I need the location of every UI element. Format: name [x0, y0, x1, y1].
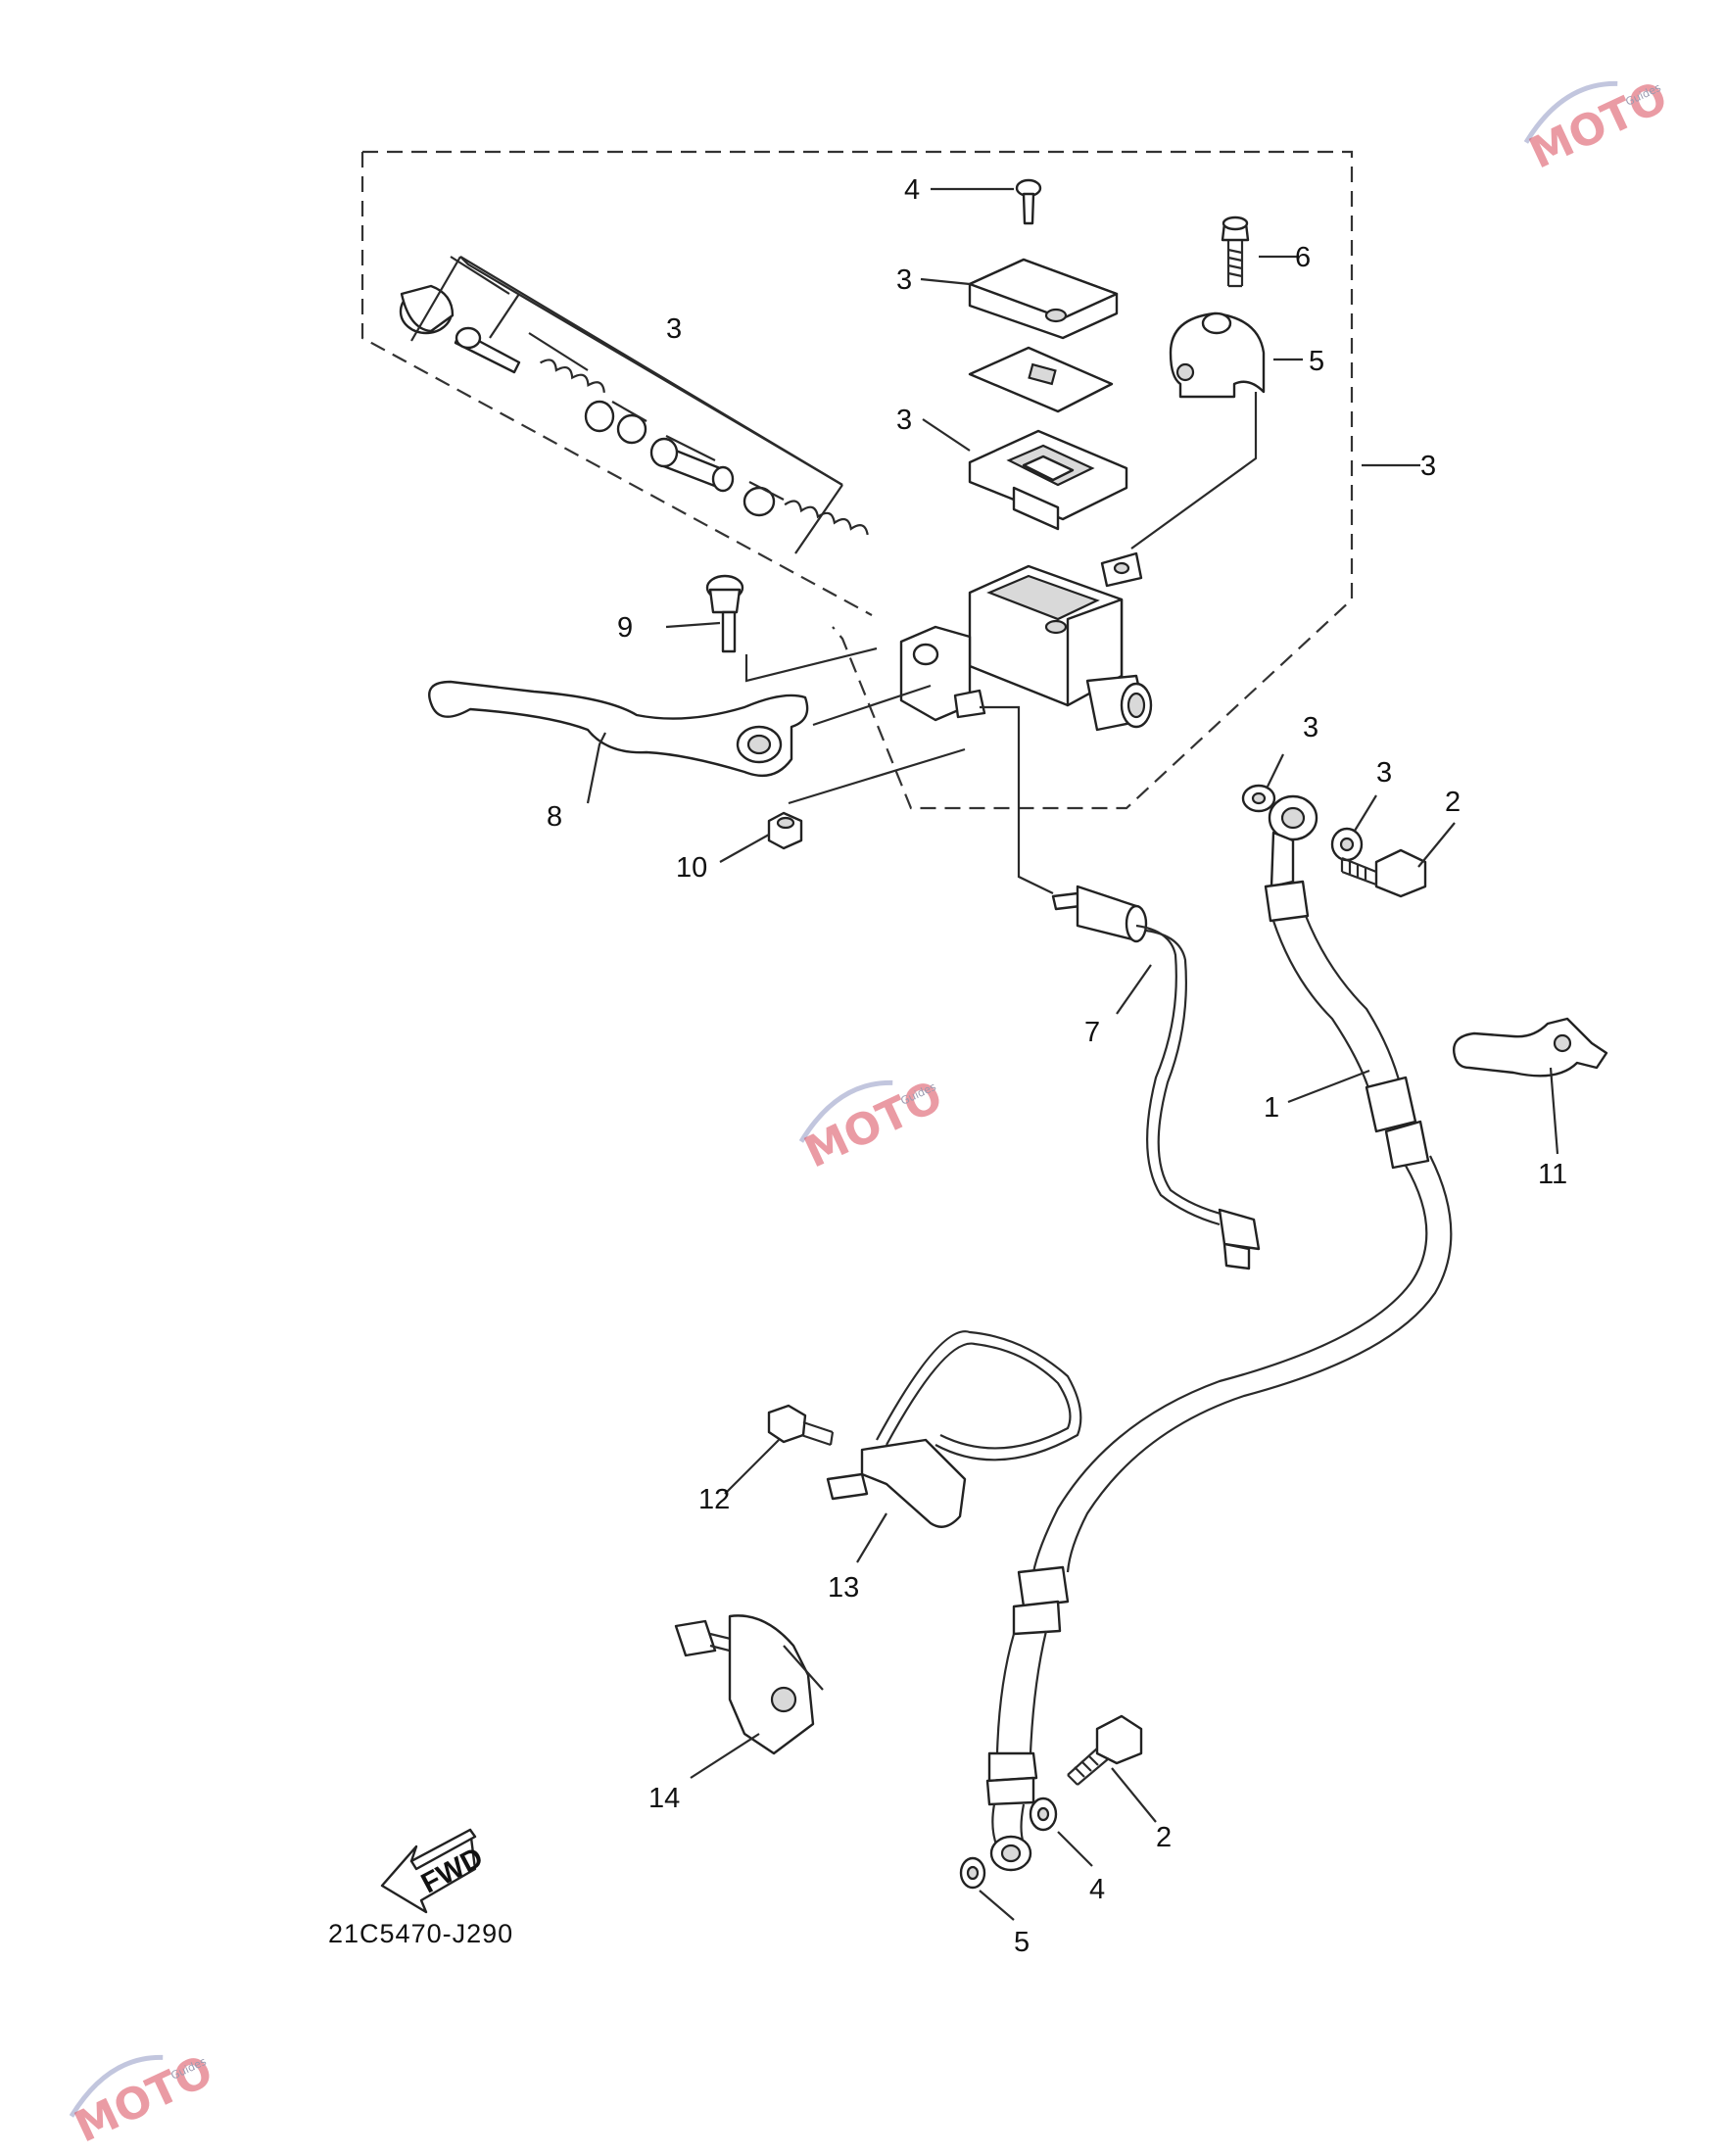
- master-cylinder-body: [899, 551, 1153, 732]
- diagram-code: 21C5470-J290: [328, 1919, 513, 1948]
- forward-direction-arrow-icon: FWD: [380, 1828, 488, 1914]
- callout-6: 3: [896, 405, 912, 436]
- callout-10: 6: [1295, 242, 1311, 273]
- callout-5: 3: [666, 313, 682, 345]
- brake-hose-part-1: [985, 794, 1453, 1872]
- callout-4: 3: [1420, 451, 1436, 482]
- union-bolt-part-2-upper: [1340, 848, 1427, 898]
- callout-3-upper-b: 3: [1376, 757, 1392, 789]
- callout-3-lower-a: 4: [1089, 1874, 1105, 1905]
- clamp-part-9: [1169, 311, 1266, 399]
- brake-lever-part-12: [428, 680, 809, 777]
- callout-8: 4: [904, 174, 920, 206]
- callout-9: 5: [1309, 346, 1324, 377]
- callout-18: 14: [648, 1783, 680, 1814]
- diaphragm-part-6: [968, 429, 1128, 531]
- union-bolt-part-2-lower: [1067, 1714, 1143, 1786]
- hose-holder-part-17: [826, 1330, 1082, 1528]
- callout-3-upper-a: 3: [1303, 712, 1318, 743]
- callout-12: 8: [547, 801, 562, 833]
- callout-13: 9: [617, 612, 633, 644]
- callout-2-upper: 2: [1445, 787, 1461, 818]
- piston-kit-parts: [399, 284, 869, 536]
- brake-switch-part-11: [1051, 885, 1261, 1270]
- diaphragm-plate: [968, 346, 1114, 413]
- nut-part-14: [767, 811, 803, 850]
- callout-7: 3: [896, 264, 912, 296]
- callout-15: 11: [1538, 1159, 1567, 1190]
- callout-17: 13: [828, 1572, 859, 1604]
- callout-leader-lines: [586, 187, 1559, 1921]
- watermark-logo-bottom-left: MOTO Guides: [68, 2046, 220, 2153]
- reservoir-cap-part-7: [968, 258, 1119, 340]
- callout-1: 1: [1264, 1092, 1279, 1124]
- lever-assembly-leaders: [744, 647, 1054, 894]
- callout-16: 12: [698, 1484, 730, 1515]
- watermark-logo-top-right: MOTO Guides: [1522, 72, 1675, 179]
- bolt-part-10: [1221, 216, 1250, 288]
- bolt-part-16: [767, 1404, 835, 1447]
- callout-14: 10: [676, 852, 707, 884]
- callout-2-lower: 2: [1156, 1822, 1172, 1853]
- bracket-part-18: [674, 1614, 824, 1755]
- watermark-logo-center: MOTO Guides: [797, 1072, 950, 1178]
- master-cylinder-assembly-boundary: [360, 150, 1354, 810]
- pivot-bolt-part-13: [705, 574, 744, 653]
- hose-guide-part-15: [1453, 1017, 1608, 1078]
- piston-kit-bracket: [410, 256, 843, 554]
- callout-3-lower-b: 5: [1014, 1927, 1030, 1958]
- callout-11: 7: [1084, 1017, 1100, 1048]
- screw-part-8: [1015, 178, 1042, 225]
